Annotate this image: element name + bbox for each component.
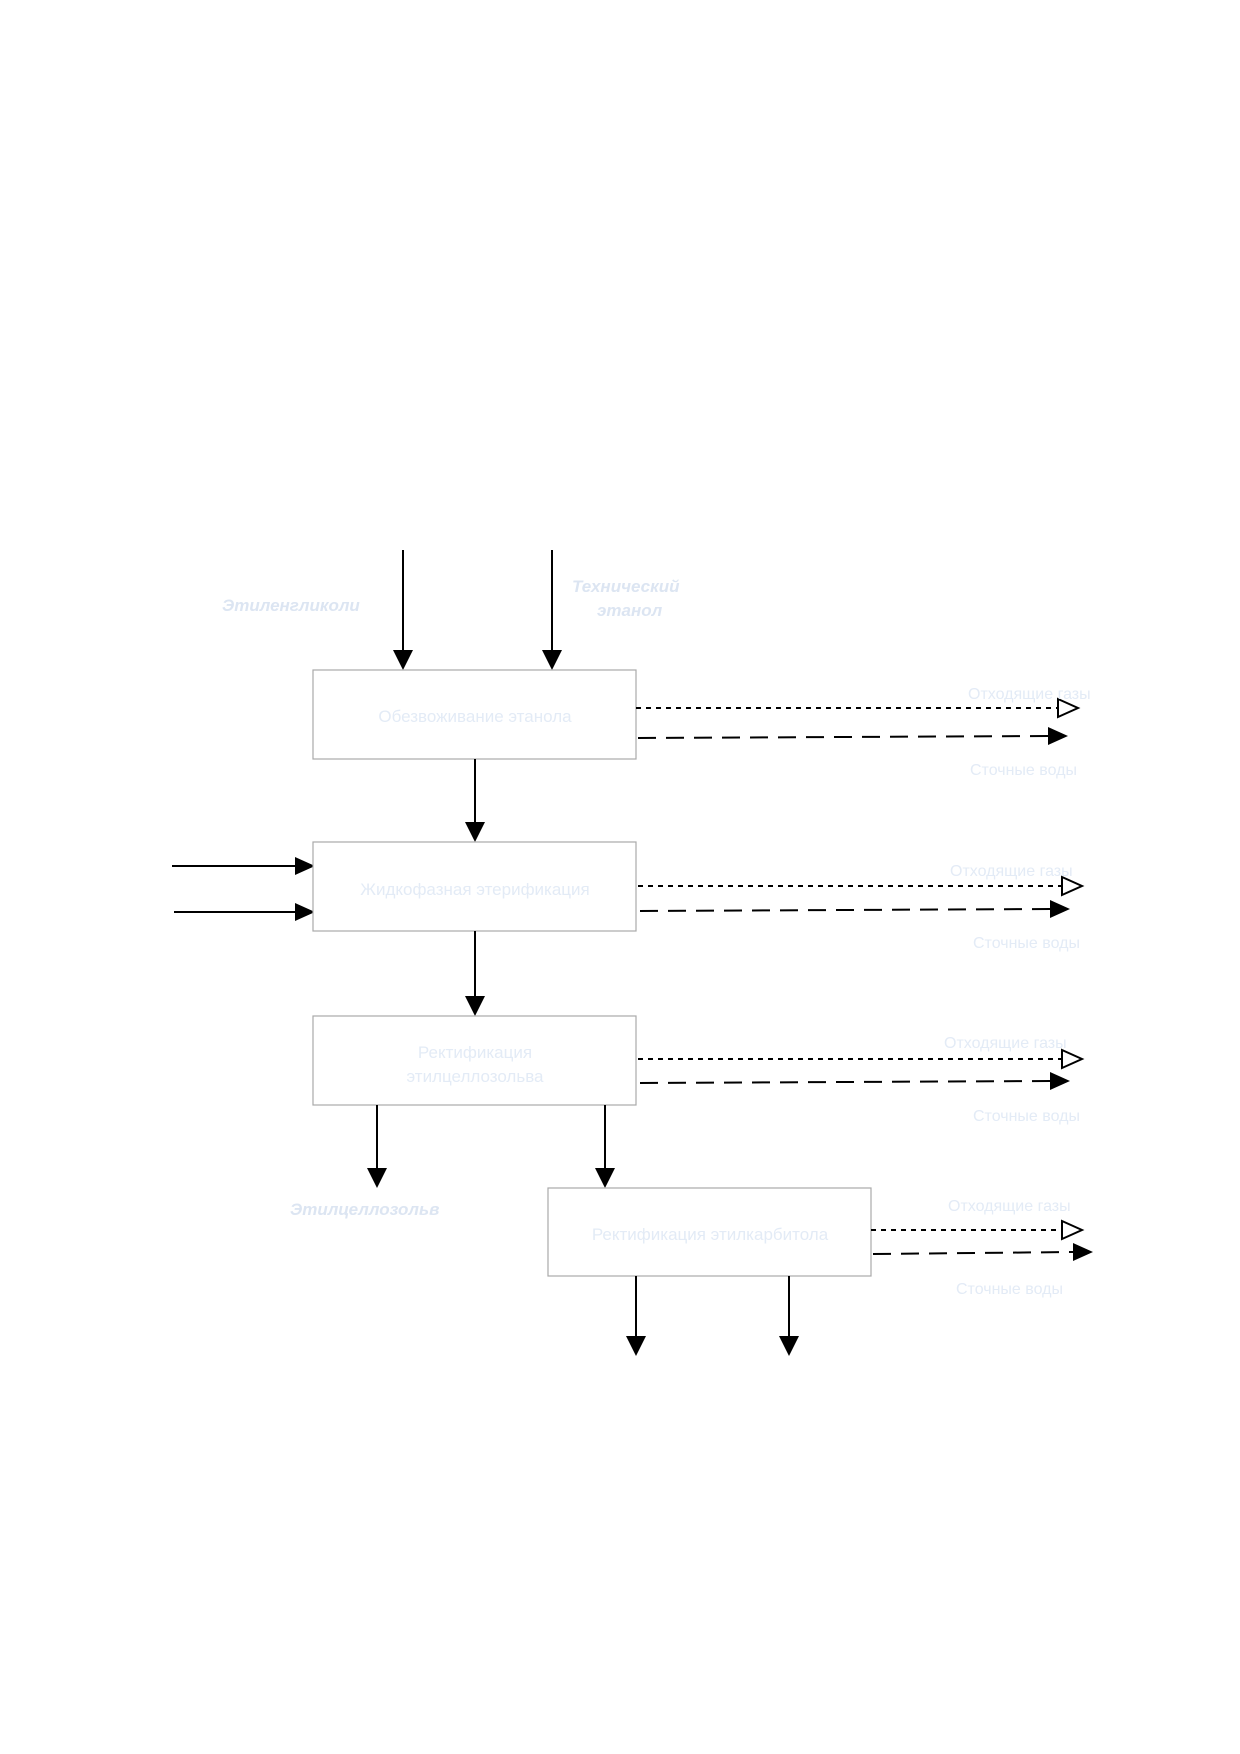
output-arrow-waste-water-3	[639, 1072, 1070, 1090]
output-arrow-box4-left	[626, 1276, 646, 1356]
box-liquid-phase-etherification-label: Жидкофазная этерификация	[360, 880, 590, 899]
label-exhaust-gases-3: Отходящие газы	[944, 1035, 1067, 1052]
output-arrow-exhaust-gases-3	[638, 1048, 1085, 1070]
side-input-arrow-1	[172, 857, 315, 875]
process-box-ethyl-carbitol-rectification	[547, 1187, 872, 1277]
flow-arrow-box1-box2	[465, 759, 485, 842]
output-arrow-ethyl-cellosolve	[367, 1105, 387, 1188]
process-box-ethyl-cellosolve-rectification	[312, 1015, 637, 1106]
label-waste-water-2: Сточные воды	[973, 935, 1080, 952]
output-arrow-waste-water-1	[637, 727, 1068, 745]
label-ethylene-glycols: Этиленгликоли	[222, 596, 360, 615]
process-box-liquid-phase-etherification	[312, 841, 637, 932]
output-arrow-waste-water-4	[872, 1243, 1093, 1261]
label-technical-ethanol-line2: этанол	[597, 601, 663, 620]
box-ethyl-cellosolve-rectification-line2: этилцеллозольва	[407, 1067, 545, 1086]
flow-arrow-box3-box4	[595, 1105, 615, 1188]
label-ethyl-cellosolve: Этилцеллозольв	[290, 1200, 439, 1219]
label-exhaust-gases-1: Отходящие газы	[968, 686, 1091, 703]
output-arrow-box4-right	[779, 1276, 799, 1356]
label-technical-ethanol-line1: Технический	[572, 577, 680, 596]
side-input-arrow-2	[174, 903, 315, 921]
process-box-ethanol-dehydration	[312, 669, 637, 760]
input-arrow-technical-ethanol	[542, 550, 562, 670]
output-arrow-exhaust-gases-4	[871, 1219, 1085, 1241]
label-waste-water-1: Сточные воды	[970, 762, 1077, 779]
output-arrow-waste-water-2	[639, 900, 1070, 918]
label-exhaust-gases-2: Отходящие газы	[950, 863, 1073, 880]
box-ethanol-dehydration-label: Обезвоживание этанола	[378, 707, 572, 726]
flow-arrow-box2-box3	[465, 931, 485, 1016]
label-waste-water-4: Сточные воды	[956, 1281, 1063, 1298]
label-waste-water-3: Сточные воды	[973, 1108, 1080, 1125]
box-ethyl-cellosolve-rectification-line1: Ректификация	[418, 1043, 532, 1062]
output-arrow-exhaust-gases-2	[638, 875, 1085, 897]
box-ethyl-carbitol-rectification-label: Ректификация этилкарбитола	[592, 1225, 829, 1244]
input-arrow-ethylene-glycols	[393, 550, 413, 670]
label-exhaust-gases-4: Отходящие газы	[948, 1198, 1071, 1215]
output-arrow-exhaust-gases-1	[636, 697, 1081, 719]
